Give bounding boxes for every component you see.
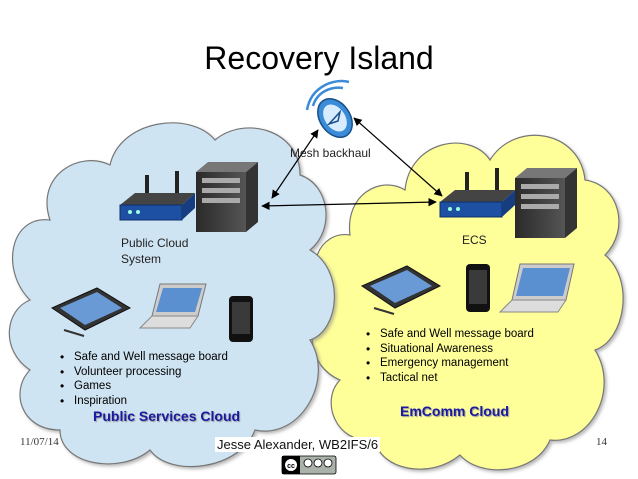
footer-author: Jesse Alexander, WB2IFS/6 — [215, 437, 381, 452]
list-item: Situational Awareness — [366, 342, 534, 357]
left-server-icon — [196, 162, 258, 232]
left-smartphone-icon — [229, 296, 253, 342]
left-router-icon — [119, 171, 195, 221]
emcomm-bullet-list: Safe and Well message board Situational … — [366, 327, 534, 385]
slide-title: Recovery Island — [204, 40, 434, 76]
connection-arrows — [261, 117, 443, 211]
list-item: Games — [60, 379, 228, 394]
list-item: Safe and Well message board — [60, 350, 228, 365]
public-services-cloud-title: Public Services Cloud — [93, 408, 241, 424]
cc-by-nc-sa-icon: cc — [281, 455, 337, 475]
list-item: Emergency management — [366, 356, 534, 371]
public-cloud-system-label-line1: Public Cloud — [121, 236, 189, 250]
mesh-antenna-icon — [305, 79, 353, 138]
list-item: Volunteer processing — [60, 365, 228, 380]
ecs-label: ECS — [462, 233, 487, 247]
right-server-icon — [515, 168, 577, 238]
list-item: Safe and Well message board — [366, 327, 534, 342]
public-services-bullet-list: Safe and Well message board Volunteer pr… — [60, 350, 228, 408]
list-item: Inspiration — [60, 394, 228, 409]
emcomm-cloud-title: EmComm Cloud — [400, 403, 509, 419]
public-cloud-system-label-line2: System — [121, 252, 162, 266]
left-laptop-icon — [138, 283, 207, 329]
svg-text:cc: cc — [287, 463, 295, 470]
left-tablet-icon — [50, 287, 132, 337]
right-tablet-icon — [360, 265, 442, 315]
right-router-icon — [439, 168, 515, 218]
list-item: Tactical net — [366, 371, 534, 386]
mesh-backhaul-label: Mesh backhaul — [290, 146, 371, 160]
right-laptop-icon — [498, 263, 575, 313]
public-cloud-system-label: Public Cloud System — [121, 235, 188, 267]
footer-date: 11/07/14 — [20, 436, 59, 448]
page-number: 14 — [596, 436, 607, 448]
right-smartphone-icon — [466, 264, 490, 312]
